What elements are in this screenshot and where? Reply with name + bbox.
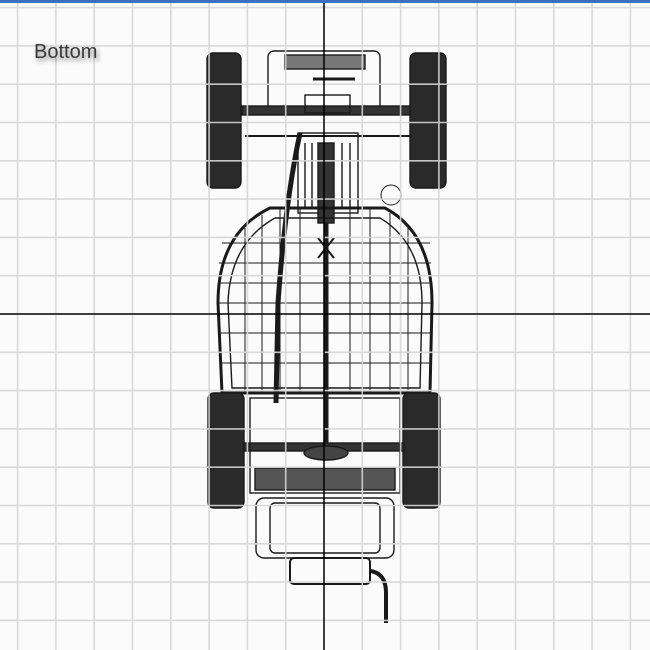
exhaust-pipe xyxy=(369,569,388,623)
vehicle-wireframe-model[interactable] xyxy=(206,50,447,623)
front-left-wheel xyxy=(206,52,242,189)
body-shell xyxy=(216,206,434,395)
viewport-grid xyxy=(0,3,650,650)
front-axle xyxy=(241,105,411,116)
view-label: Bottom xyxy=(34,41,98,63)
rear-right-wheel xyxy=(402,392,441,509)
viewport-canvas[interactable] xyxy=(0,3,650,650)
front-right-wheel xyxy=(409,52,447,189)
muffler xyxy=(289,557,371,585)
rear-left-wheel xyxy=(207,392,245,509)
rear-box xyxy=(255,497,395,559)
body-mesh xyxy=(218,208,432,393)
